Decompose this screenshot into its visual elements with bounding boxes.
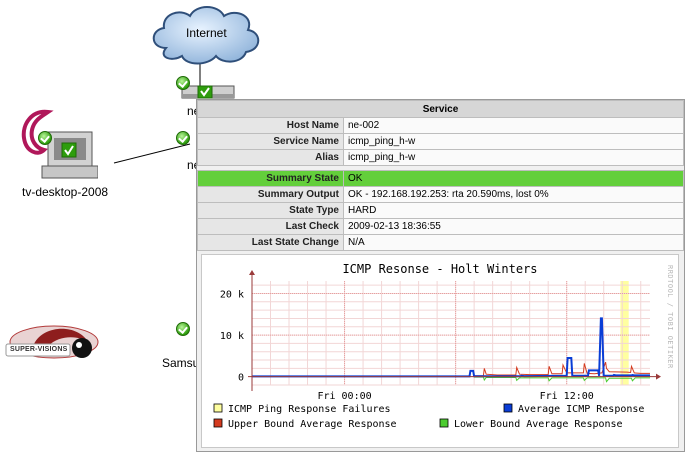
- row-value: HARD: [343, 202, 684, 219]
- row-key: Alias: [197, 149, 344, 166]
- status-ok-icon: [176, 322, 190, 336]
- status-ok-icon: [38, 131, 52, 145]
- samsung-label: Samsu: [162, 356, 200, 370]
- row-key: Last Check: [197, 218, 344, 235]
- row-key: Summary State: [197, 170, 344, 187]
- desktop-node[interactable]: [18, 104, 99, 184]
- row-value: ne-002: [343, 117, 684, 134]
- series-line: [474, 376, 650, 383]
- status-ok-icon: [176, 76, 190, 90]
- chart-title: ICMP Resonse - Holt Winters: [342, 262, 537, 276]
- logo-text: SUPER-VISIONS: [10, 346, 68, 353]
- failure-band: [620, 281, 629, 385]
- x-axis-arrow: [656, 373, 661, 380]
- desktop-computer-icon: [21, 109, 99, 179]
- router-ne-1[interactable]: [176, 76, 236, 106]
- rrd-graph: ICMP Resonse - Holt Winters RRDTOOL / TOB…: [201, 254, 679, 448]
- row-value: icmp_ping_h-w: [343, 133, 684, 150]
- eye-logo-icon: [5, 325, 99, 359]
- summary-state-value: OK: [343, 170, 684, 187]
- row-value: 2009-02-13 18:36:55: [343, 218, 684, 235]
- internet-cloud[interactable]: Internet: [146, 4, 264, 68]
- row-key: Service Name: [197, 133, 344, 150]
- y-axis-arrow: [249, 270, 255, 275]
- y-tick-label: 20 k: [220, 289, 244, 300]
- row-key: State Type: [197, 202, 344, 219]
- status-ok-icon: [176, 131, 190, 145]
- legend-swatch: [439, 418, 449, 428]
- row-value: N/A: [343, 234, 684, 251]
- legend-label: Lower Bound Average Response: [454, 419, 623, 430]
- row-value: OK - 192.168.192.253: rta 20.590ms, lost…: [343, 186, 684, 203]
- row-key: Host Name: [197, 117, 344, 134]
- row-key: Summary Output: [197, 186, 344, 203]
- router-icon: [181, 85, 235, 99]
- desktop-label: tv-desktop-2008: [22, 185, 109, 199]
- x-tick-label: Fri 00:00: [317, 391, 371, 402]
- plot-area: [252, 281, 650, 385]
- legend-swatch: [213, 418, 223, 428]
- row-value: icmp_ping_h-w: [343, 149, 684, 166]
- cloud-icon: [152, 6, 260, 65]
- y-tick-label: 10 k: [220, 331, 244, 342]
- legend-swatch: [503, 403, 513, 413]
- link-desktop-router: [113, 143, 191, 164]
- legend-label: Upper Bound Average Response: [228, 419, 397, 430]
- popup-header: Service: [197, 100, 684, 118]
- x-tick-label: Fri 12:00: [540, 391, 594, 402]
- legend-swatch: [213, 403, 223, 413]
- row-key: Last State Change: [197, 234, 344, 251]
- samsung-node[interactable]: [176, 322, 196, 342]
- chart-svg: ICMP Resonse - Holt Winters RRDTOOL / TOB…: [213, 262, 674, 430]
- legend-label: ICMP Ping Response Failures: [228, 404, 391, 415]
- super-visions-logo: SUPER-VISIONS: [4, 320, 100, 364]
- legend-label: Average ICMP Response: [518, 404, 644, 415]
- y-tick-label: 0: [238, 373, 244, 384]
- router-ne-2[interactable]: [176, 131, 196, 151]
- chart-watermark: RRDTOOL / TOBI OETIKER: [666, 265, 674, 369]
- cloud-label: Internet: [186, 26, 227, 40]
